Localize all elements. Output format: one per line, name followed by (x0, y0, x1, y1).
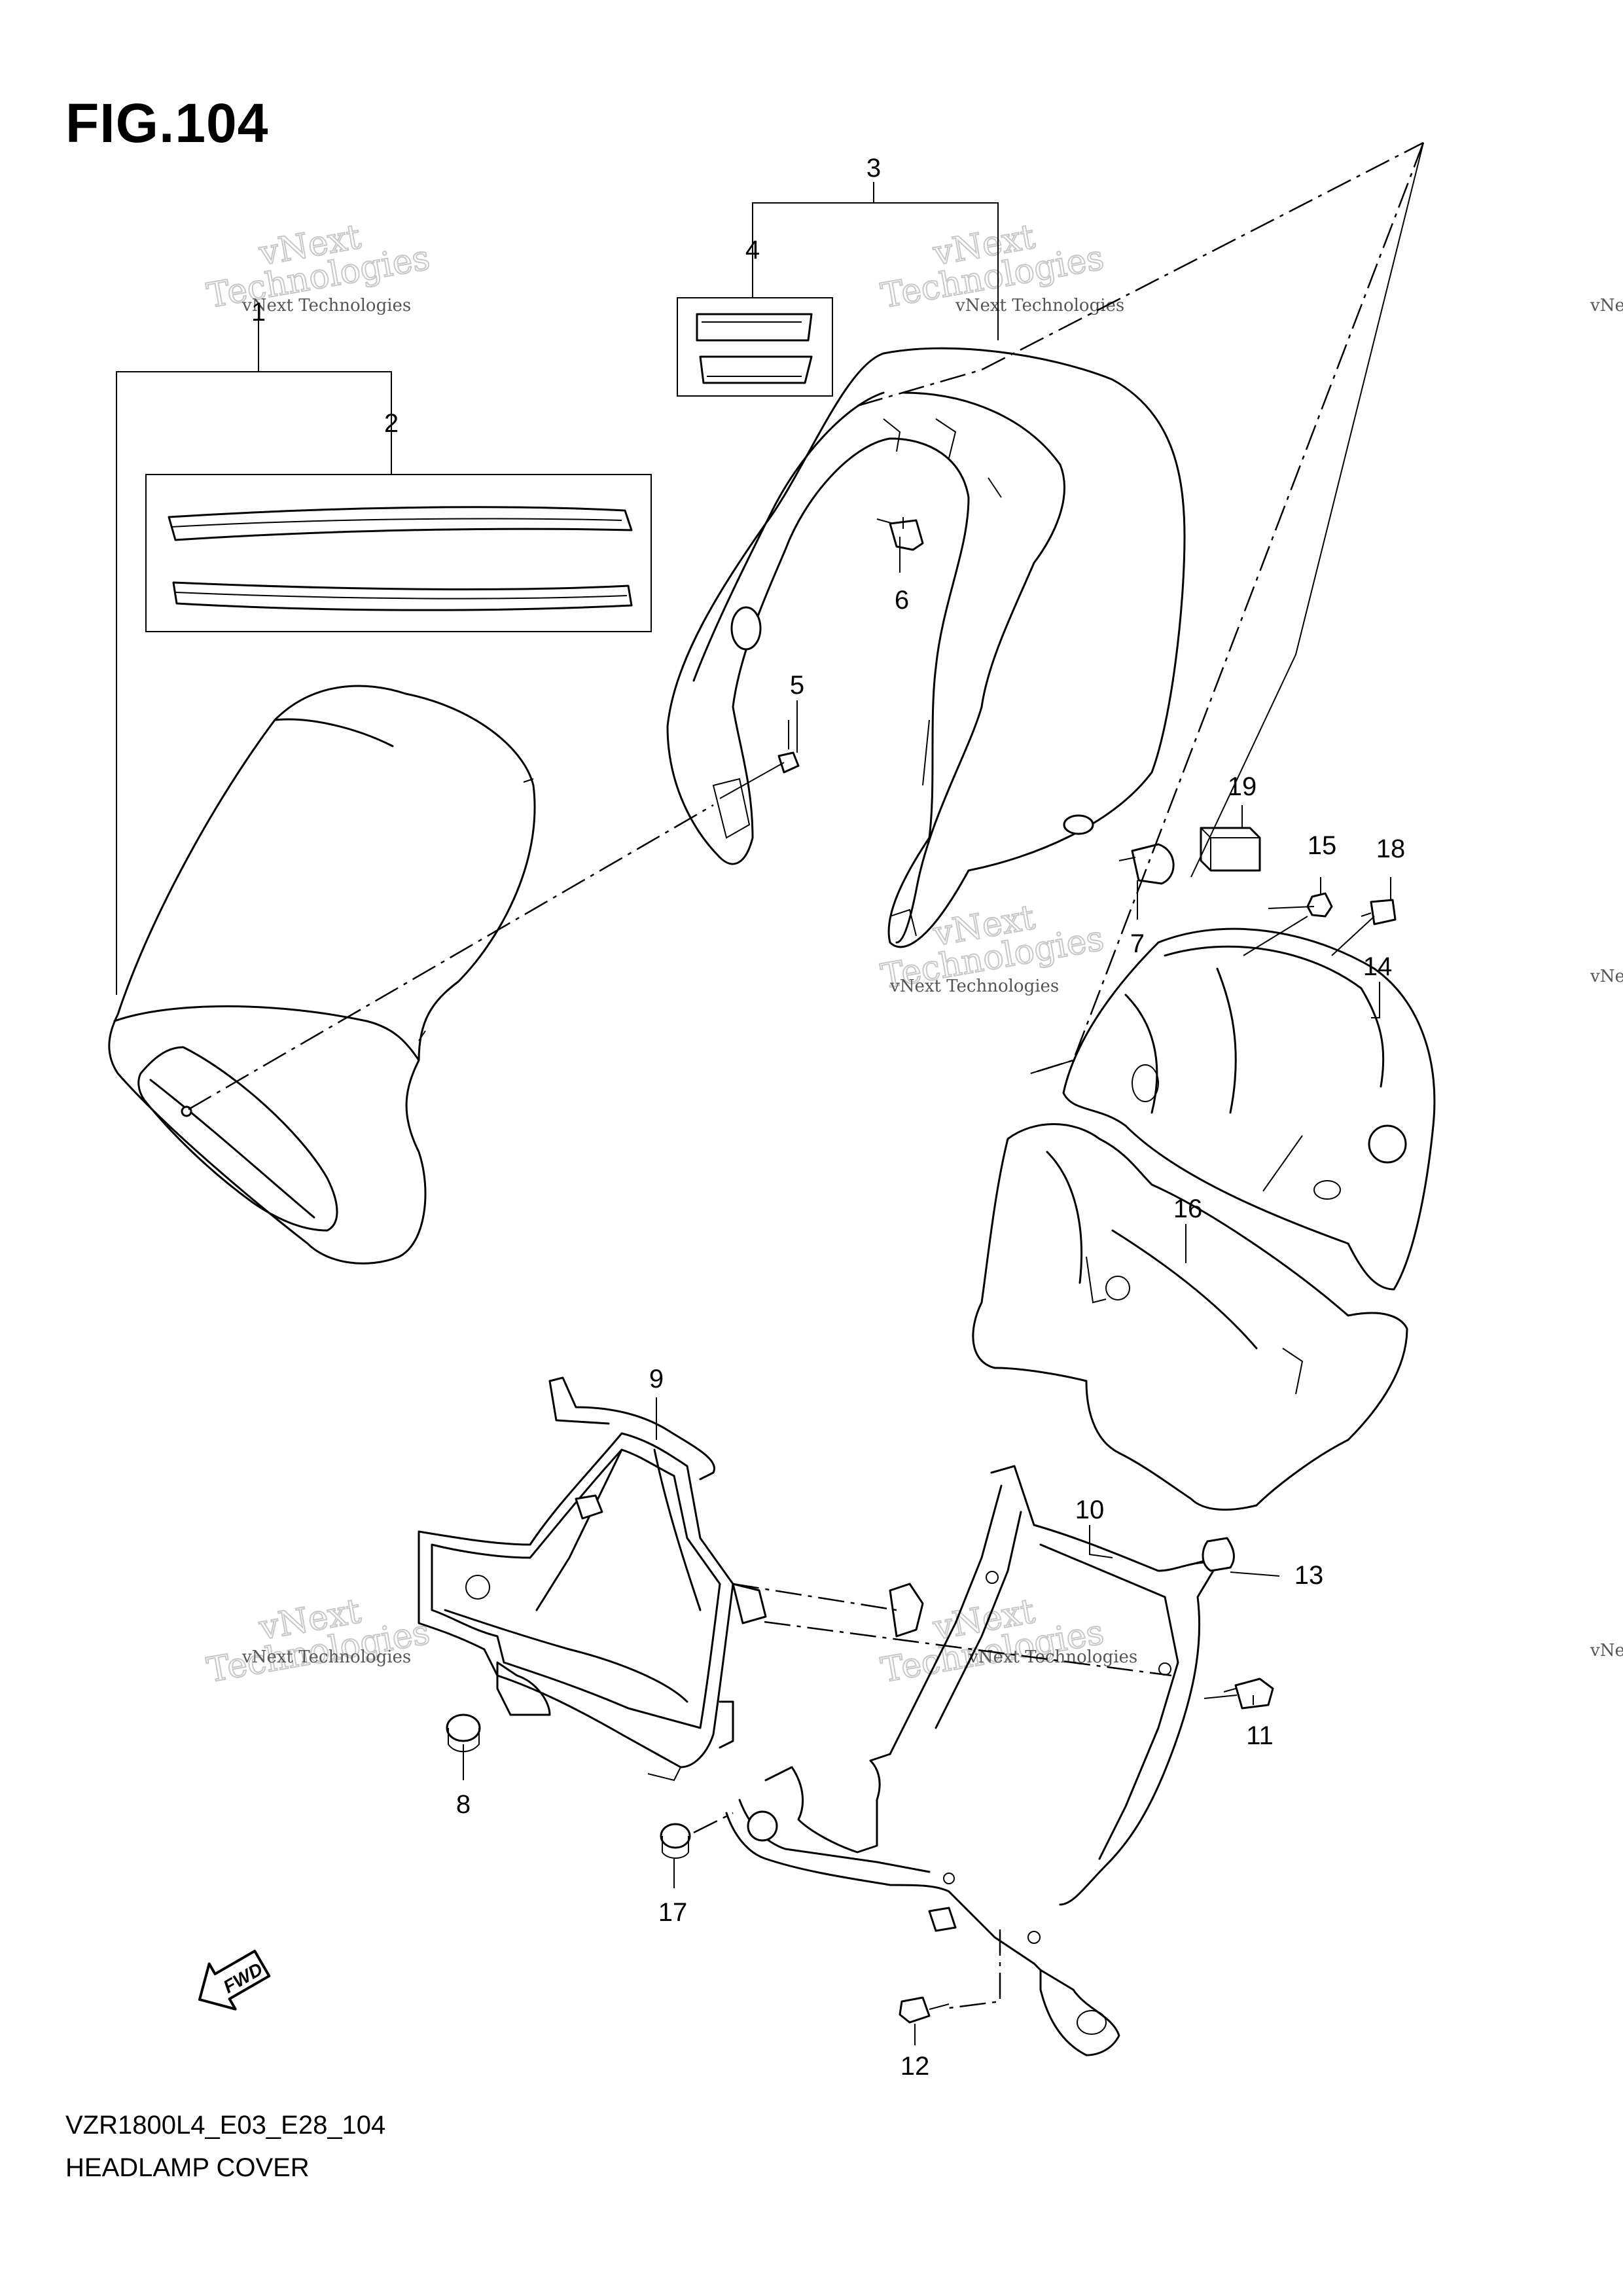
leader-lines (188, 141, 1425, 2009)
watermark-small: vNext Technologies (889, 977, 1059, 996)
part-15-nut (1306, 892, 1333, 918)
callout-15: 15 (1308, 831, 1337, 860)
part-2-stripe-kit (145, 474, 652, 632)
callout-13: 13 (1294, 1561, 1324, 1590)
watermark-small-edge: vNe (1590, 296, 1623, 315)
callout-2: 2 (384, 409, 399, 438)
callout-17: 17 (658, 1898, 688, 1927)
figure-name: HEADLAMP COVER (65, 2153, 310, 2182)
part-10-bracket-right (725, 1465, 1219, 2056)
watermark-small: vNext Technologies (241, 1647, 411, 1667)
part-17-grommet (660, 1823, 691, 1859)
part-7-bolt (1118, 843, 1175, 885)
callout-4: 4 (745, 236, 760, 264)
watermark-small-edge: vNe (1590, 967, 1623, 986)
part-9-bracket-left (418, 1376, 767, 1782)
callout-19: 19 (1228, 772, 1257, 801)
callout-9: 9 (649, 1365, 664, 1393)
part-16-inner-panel (972, 1123, 1408, 1511)
part-1-headlamp-cover-outer (108, 685, 536, 1265)
part-13-clip (1190, 1537, 1235, 1572)
part-18-grommet (1361, 899, 1397, 925)
callout-3: 3 (866, 154, 881, 183)
model-code: VZR1800L4_E03_E28_104 (65, 2111, 386, 2140)
part-3-headlamp-cover (666, 347, 1186, 948)
callout-7: 7 (1130, 929, 1145, 958)
callout-6: 6 (895, 586, 909, 615)
forward-direction-badge: FWD (198, 1949, 271, 2011)
watermark-small: vNext Technologies (968, 1647, 1137, 1667)
watermark-small-edge: vNe (1590, 1641, 1623, 1660)
callout-10: 10 (1075, 1496, 1105, 1524)
part-11-bolt (1223, 1677, 1274, 1710)
callout-16: 16 (1173, 1194, 1203, 1223)
callout-8: 8 (456, 1790, 471, 1819)
callout-leaders (463, 537, 1391, 2045)
part-12-screw (899, 1996, 950, 2024)
callout-14: 14 (1363, 952, 1393, 981)
callout-5: 5 (790, 671, 804, 700)
callout-18: 18 (1376, 834, 1406, 863)
part-14-inner-cover (1062, 927, 1436, 1291)
callout-bracket-3-4 (752, 182, 999, 340)
callout-12: 12 (901, 2052, 930, 2081)
callout-1: 1 (251, 298, 266, 327)
watermark-small: vNext Technologies (241, 296, 411, 315)
watermark-small: vNext Technologies (955, 296, 1124, 315)
part-19-cushion (1200, 827, 1261, 872)
part-5-screw (777, 720, 800, 774)
part-8-grommet (446, 1713, 481, 1753)
figure-title: FIG.104 (65, 92, 269, 154)
callout-bracket-1-2 (116, 321, 392, 995)
part-4-emblem-kit (677, 297, 833, 397)
callout-11: 11 (1246, 1721, 1274, 1750)
callout-numbers: 1 2 3 4 5 6 7 8 9 10 11 12 13 14 15 16 1… (251, 154, 1405, 2081)
part-6-clip (889, 517, 924, 551)
